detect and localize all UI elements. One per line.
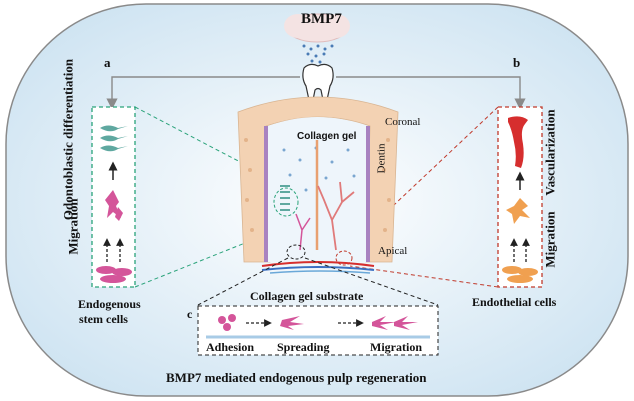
panel-c-zoom-right bbox=[304, 257, 439, 306]
apical-vessels-blue bbox=[261, 266, 375, 271]
red-focus-circle bbox=[335, 250, 353, 266]
stem-cell-cluster-icon bbox=[96, 266, 132, 283]
stem-cells-caption-line1: Endogenous bbox=[78, 297, 141, 311]
collagen-gel-label: Collagen gel bbox=[297, 131, 357, 142]
endothelial-cells-caption: Endothelial cells bbox=[472, 295, 557, 309]
apical-vessels bbox=[261, 261, 375, 267]
panel-b-letter: b bbox=[513, 55, 521, 70]
odontoblast-cells-icon bbox=[100, 125, 128, 152]
panel-a-label-migration: Migration bbox=[65, 198, 81, 255]
black-focus-circle bbox=[286, 244, 306, 260]
step-spreading: Spreading bbox=[277, 340, 330, 354]
odontoblast-cells-in-pulp bbox=[280, 185, 290, 211]
panel-a-letter: a bbox=[104, 55, 111, 70]
adhesion-cells-icon bbox=[218, 314, 236, 331]
coronal-label: Coronal bbox=[385, 116, 421, 128]
endothelial-cell-cluster-icon bbox=[502, 266, 538, 283]
odontoblast-layer-right bbox=[366, 126, 370, 262]
spreading-cells-icon bbox=[280, 316, 304, 330]
step-migration: Migration bbox=[370, 340, 422, 354]
step-adhesion: Adhesion bbox=[206, 340, 255, 354]
red-projection-bottom bbox=[349, 265, 499, 288]
migrating-endothelial-cells-icon bbox=[506, 198, 530, 224]
odontoblast-layer-left bbox=[264, 126, 268, 262]
footer-title: BMP7 mediated endogenous pulp regenerati… bbox=[166, 370, 427, 385]
connector-line-b bbox=[336, 76, 526, 110]
panel-c-zoom-left bbox=[197, 257, 289, 306]
stem-cells-caption-line2: stem cells bbox=[79, 312, 128, 326]
bmp7-label: BMP7 bbox=[301, 11, 342, 27]
apical-label: Apical bbox=[378, 245, 408, 257]
dentin-label: Dentin bbox=[375, 143, 388, 174]
dentin-tubules bbox=[244, 138, 391, 232]
panel-c-box bbox=[197, 305, 439, 356]
panel-b-label-migration: Migration bbox=[542, 211, 558, 268]
panel-c-title: Collagen gel substrate bbox=[250, 289, 364, 303]
blood-vessel-icon bbox=[508, 116, 528, 168]
stem-cell-migration-in-pulp bbox=[295, 213, 311, 251]
panel-c-letter: c bbox=[187, 307, 193, 321]
green-projection-top bbox=[134, 106, 291, 189]
connector-line-a bbox=[106, 76, 300, 110]
collagen-substrate-line bbox=[269, 270, 371, 274]
migrating-stem-cells-icon bbox=[105, 190, 123, 221]
green-focus-circle bbox=[273, 187, 299, 217]
blood-vessels-in-pulp bbox=[317, 181, 355, 251]
tooth-cross-section bbox=[237, 96, 399, 274]
panel-b-label-vascularization: Vascularization bbox=[542, 109, 558, 196]
bmp7-cloud-icon bbox=[284, 13, 350, 64]
migrating-cells-icon bbox=[372, 316, 418, 330]
